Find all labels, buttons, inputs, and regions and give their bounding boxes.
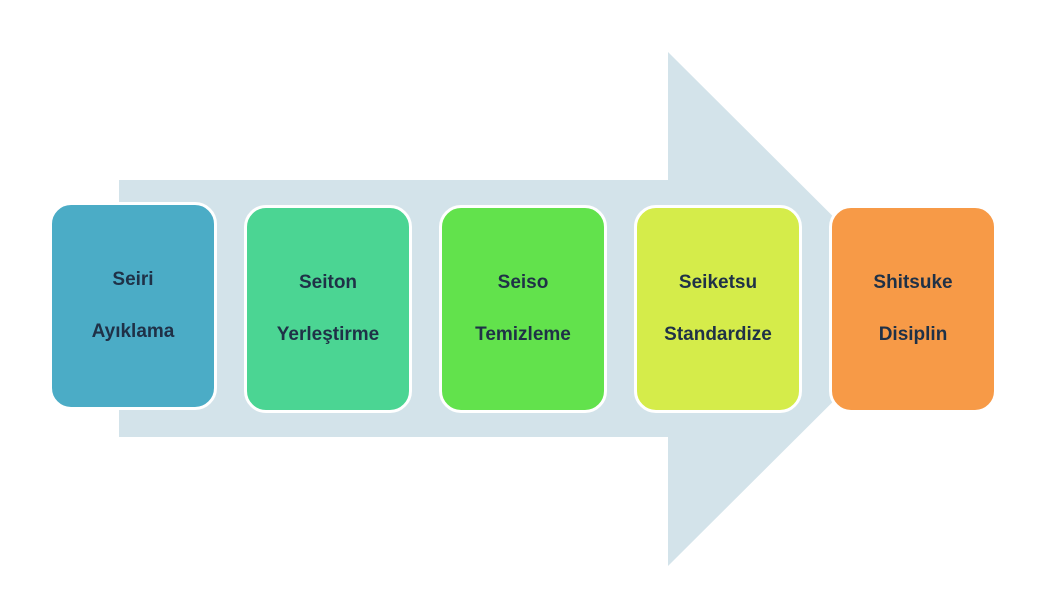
step-seiri: Seiri Ayıklama [49,202,217,410]
step-seiso: Seiso Temizleme [439,205,607,413]
step-shitsuke: Shitsuke Disiplin [829,205,997,413]
step-subtitle: Ayıklama [91,321,175,342]
step-title: Shitsuke [873,272,953,293]
step-title: Seiri [112,269,154,290]
step-subtitle: Standardize [664,324,772,345]
step-title: Seiton [298,272,358,293]
step-seiton: Seiton Yerleştirme [244,205,412,413]
step-subtitle: Temizleme [475,324,571,345]
step-title: Seiketsu [678,272,758,293]
step-title: Seiso [497,272,549,293]
step-subtitle: Yerleştirme [276,324,380,345]
step-subtitle: Disiplin [878,324,948,345]
step-seiketsu: Seiketsu Standardize [634,205,802,413]
